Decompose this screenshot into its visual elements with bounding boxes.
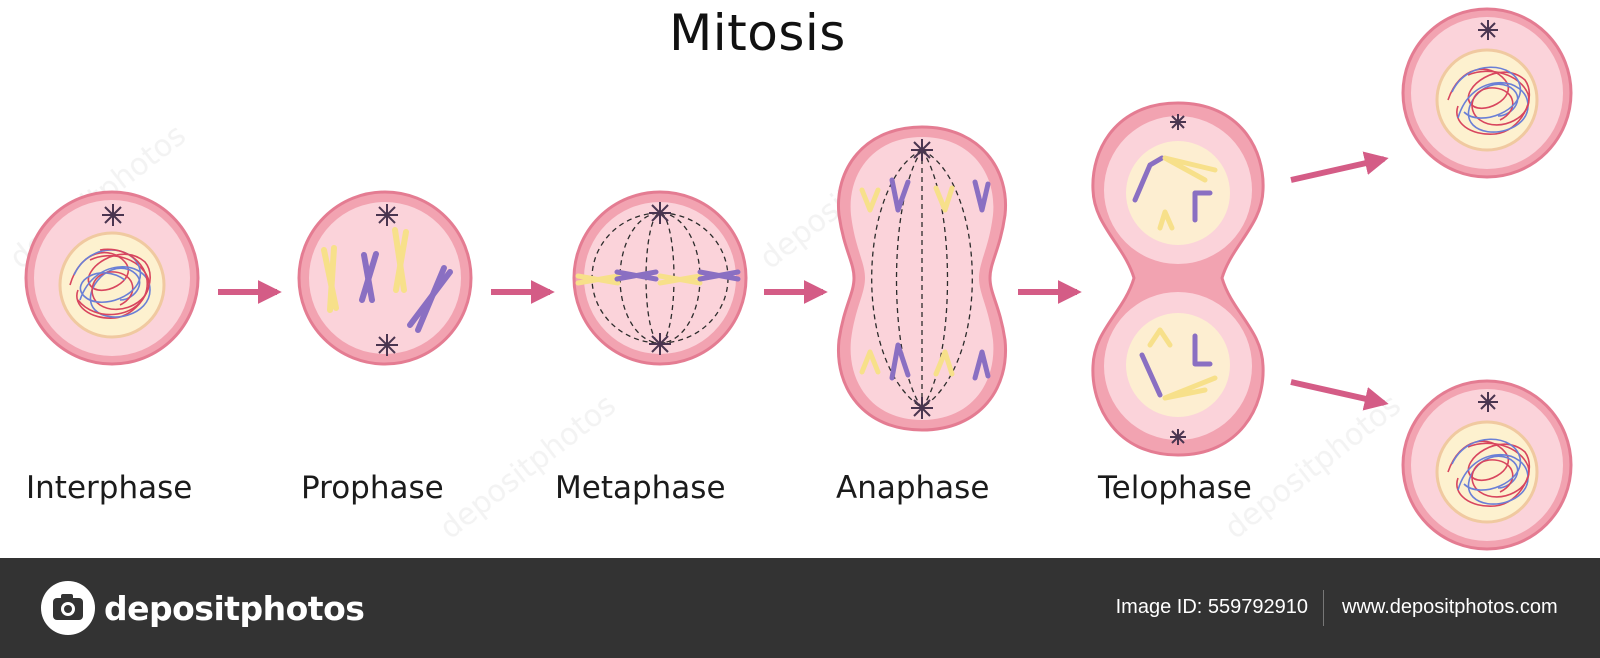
telophase-cell xyxy=(1091,101,1265,457)
site-url-link[interactable]: www.depositphotos.com xyxy=(1342,596,1558,618)
image-id-text: Image ID: 559792910 xyxy=(1115,596,1308,618)
centrosome-icon xyxy=(1478,392,1498,412)
prophase-cell xyxy=(297,190,473,366)
chromatin xyxy=(69,248,151,319)
chromatin xyxy=(1447,438,1531,507)
mitosis-diagram: Mitosis depositphotos depositphotos depo… xyxy=(3,4,1573,551)
centrosome-icon xyxy=(102,204,124,226)
daughter-cell-top xyxy=(1401,7,1573,179)
centrosome-icon xyxy=(1170,429,1186,445)
brand-name: depositphotos xyxy=(104,588,365,628)
nucleus xyxy=(1126,141,1230,245)
phase-label-metaphase: Metaphase xyxy=(555,470,726,506)
arrow-icon xyxy=(1290,379,1389,411)
phase-label-interphase: Interphase xyxy=(26,470,193,506)
centrosome-icon xyxy=(376,334,398,356)
metaphase-cell xyxy=(572,190,748,366)
brand-logo-link[interactable]: depositphotos xyxy=(40,580,365,636)
spindle-fibers xyxy=(871,149,973,409)
watermark-text: depositphotos xyxy=(433,388,622,547)
footer-divider xyxy=(1323,590,1324,626)
camera-icon xyxy=(41,581,95,635)
chromosomes xyxy=(1132,155,1218,401)
chromosomes xyxy=(321,227,453,333)
diagram-title: Mitosis xyxy=(669,4,846,62)
centrosome-icon xyxy=(376,204,398,226)
daughter-cell-bottom xyxy=(1401,379,1573,551)
centrosome-icon xyxy=(649,202,671,224)
nucleus xyxy=(1435,48,1539,152)
interphase-cell xyxy=(24,190,200,366)
chromosomes xyxy=(575,269,741,286)
centrosome-icon xyxy=(1170,114,1186,130)
diagram-artwork: depositphotos depositphotos depositphoto… xyxy=(3,7,1573,551)
chromosomes xyxy=(859,177,991,381)
chromatin xyxy=(1447,66,1531,135)
centrosome-icon xyxy=(649,333,671,355)
centrosome-icon xyxy=(911,139,933,161)
phase-label-telophase: Telophase xyxy=(1098,470,1252,506)
nucleus xyxy=(1435,420,1539,524)
arrows xyxy=(218,151,1389,411)
centrosome-icon xyxy=(911,397,933,419)
centrosome-icon xyxy=(1478,20,1498,40)
anaphase-cell xyxy=(836,125,1008,432)
arrow-icon xyxy=(1290,151,1389,183)
phase-label-prophase: Prophase xyxy=(301,470,444,506)
phase-label-anaphase: Anaphase xyxy=(836,470,990,506)
footer-bar: depositphotos Image ID: 559792910 www.de… xyxy=(0,558,1600,658)
nucleus xyxy=(1126,313,1230,417)
